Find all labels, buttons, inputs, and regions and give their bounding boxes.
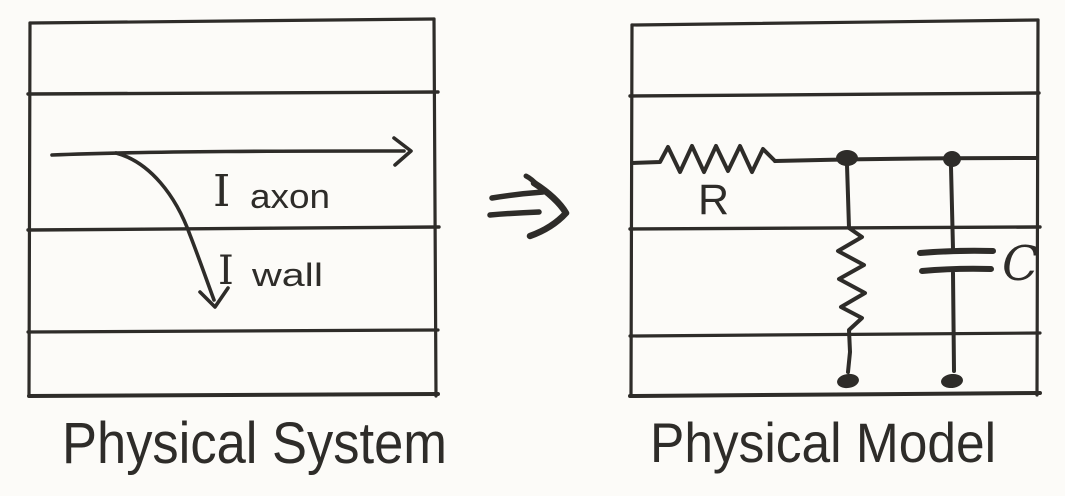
- wall-current-arrow: [114, 151, 230, 309]
- model-cross-section-box: [628, 18, 1042, 398]
- membrane-line-lower: [26, 328, 440, 334]
- axon-arrow-shaft: [50, 149, 406, 157]
- membrane-capacitor-branch: [917, 165, 996, 389]
- model-membrane-line-middle: [628, 225, 1042, 231]
- axon-arrowhead-icon: [392, 136, 413, 167]
- capacitor-top-plate: [917, 247, 996, 256]
- model-box-bottom-edge: [628, 391, 1042, 398]
- model-membrane-line-upper: [628, 91, 1041, 98]
- box-bottom-edge: [27, 392, 440, 398]
- wall-arrowhead-icon: [198, 286, 230, 309]
- axon-cross-section-box: [26, 17, 441, 398]
- wall-arrow-shaft: [114, 151, 216, 302]
- capacitor-terminal-dot: [941, 373, 963, 389]
- membrane-resistor-zigzag: [836, 163, 867, 374]
- box-top-edge: [28, 17, 436, 25]
- box-left-edge: [27, 21, 32, 398]
- membrane-line-middle: [26, 225, 441, 232]
- junction-dot-right: [943, 151, 961, 167]
- membrane-line-upper: [26, 90, 440, 96]
- resistor-terminal-dot: [837, 373, 859, 389]
- capacitor-upper-wire: [949, 165, 955, 251]
- model-box-left-edge: [629, 23, 634, 398]
- physical-system-panel: I axon I wall Physical System: [26, 17, 447, 476]
- capacitor-label: C: [1002, 236, 1039, 292]
- physical-model-panel: R C Physical Model: [628, 18, 1042, 474]
- junction-dot-left: [836, 150, 858, 166]
- wall-current-label: I wall: [218, 248, 323, 294]
- resistor-zigzag: [630, 144, 777, 174]
- capacitor-lower-wire: [951, 271, 956, 373]
- model-box-right-edge: [1035, 18, 1040, 397]
- model-box-top-edge: [630, 18, 1040, 27]
- axial-wire: [773, 156, 1039, 163]
- implies-arrowhead-flick: [523, 173, 541, 189]
- box-right-edge: [432, 17, 438, 398]
- implies-arrow-bottom-bar: [487, 209, 542, 218]
- model-membrane-line-lower: [628, 331, 1042, 338]
- resistor-label: R: [698, 176, 729, 224]
- implies-arrow-icon: [487, 173, 570, 240]
- membrane-resistor-branch: [836, 163, 867, 389]
- physical-system-caption: Physical System: [62, 411, 447, 476]
- series-resistor-symbol: [630, 144, 1039, 174]
- physical-model-caption: Physical Model: [650, 411, 996, 474]
- implies-arrowhead: [526, 179, 570, 240]
- axon-current-label: I axon: [213, 166, 330, 217]
- implies-arrow-top-bar: [489, 189, 546, 201]
- axon-current-arrow: [50, 136, 413, 167]
- capacitor-bottom-plate: [919, 265, 994, 274]
